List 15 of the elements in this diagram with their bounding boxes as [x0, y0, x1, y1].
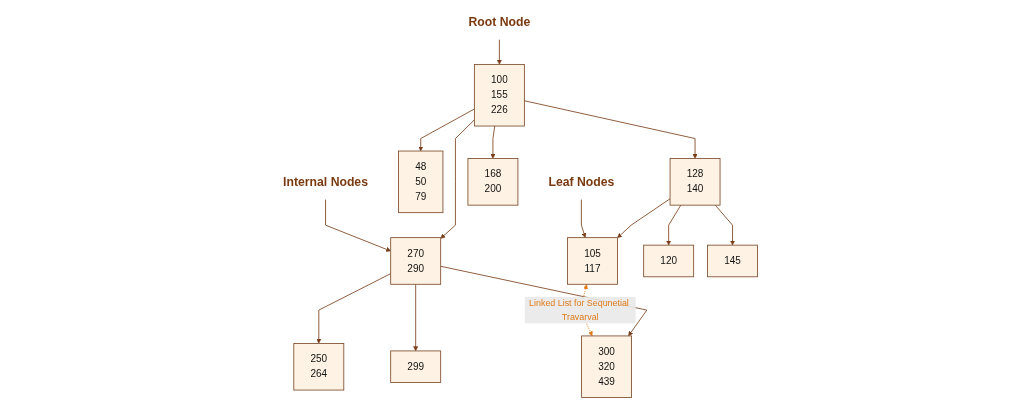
- node-box: 48 50 79: [398, 150, 444, 214]
- node-text: Leaf Nodes: [548, 174, 615, 189]
- node-box: 250 264: [293, 343, 345, 391]
- edge-label: Linked List for Sequnetial Travarval: [529, 298, 629, 322]
- node-box: 300 320 439: [581, 335, 632, 398]
- node-box: 100 155 226: [473, 64, 525, 127]
- node-box: 145: [707, 244, 758, 278]
- node-text: Root Node: [468, 14, 531, 29]
- node-box: 128 140: [669, 158, 721, 206]
- node-box: 299: [390, 350, 442, 383]
- node-box: 270 290: [390, 237, 442, 285]
- node-box: 168 200: [467, 158, 519, 206]
- node-box: 120: [643, 244, 695, 278]
- node-text: Internal Nodes: [283, 174, 368, 189]
- node-box: 105 117: [567, 237, 618, 285]
